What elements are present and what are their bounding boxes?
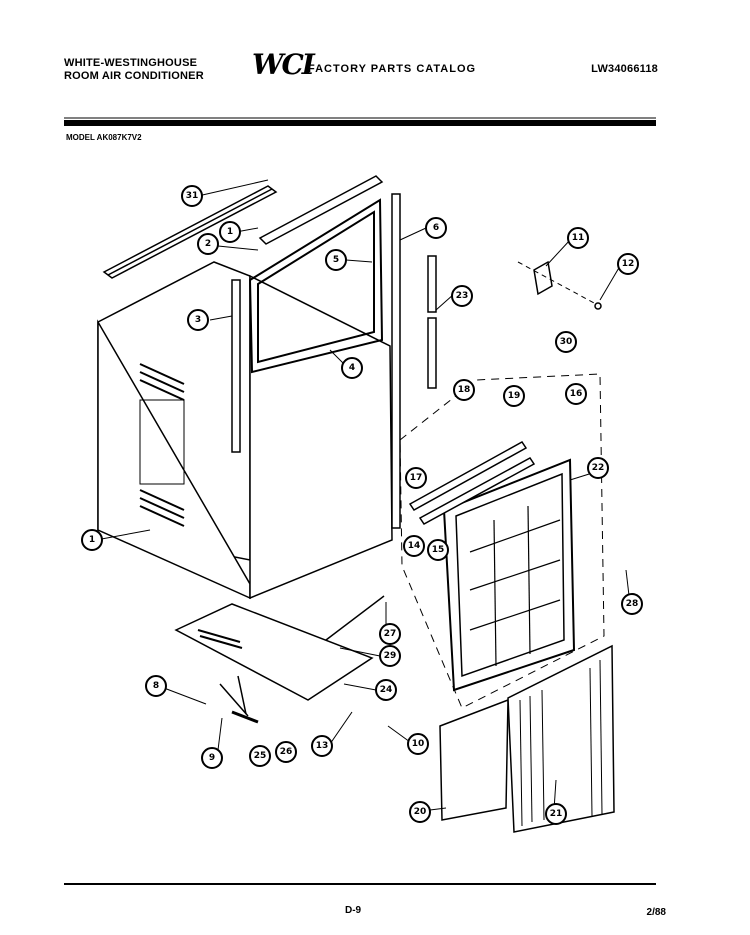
callout-11: 11 — [567, 227, 589, 249]
front-frame-part — [248, 198, 384, 374]
callout-10: 10 — [407, 733, 429, 755]
callout-14: 14 — [403, 535, 425, 557]
callout-1-cabinet: 1 — [81, 529, 103, 551]
gasket-lower-part — [427, 317, 437, 389]
callouts: 31 1 2 6 5 3 4 23 11 12 30 18 19 16 17 2… — [81, 185, 643, 825]
callout-17: 17 — [405, 467, 427, 489]
callout-21: 21 — [545, 803, 567, 825]
svg-text:26: 26 — [280, 747, 293, 757]
svg-text:30: 30 — [560, 337, 573, 347]
svg-text:15: 15 — [432, 545, 445, 555]
callout-25: 25 — [249, 745, 271, 767]
callout-2: 2 — [197, 233, 219, 255]
svg-text:21: 21 — [550, 809, 563, 819]
front-grille-part — [442, 458, 576, 692]
svg-text:14: 14 — [408, 541, 421, 551]
callout-8: 8 — [145, 675, 167, 697]
svg-text:1: 1 — [89, 535, 95, 545]
svg-text:10: 10 — [412, 739, 425, 749]
callout-4: 4 — [341, 357, 363, 379]
callout-30: 30 — [555, 331, 577, 353]
revision-date: 2/88 — [646, 907, 666, 918]
callout-18: 18 — [453, 379, 475, 401]
svg-text:29: 29 — [384, 651, 397, 661]
svg-text:4: 4 — [349, 363, 355, 373]
callout-27: 27 — [379, 623, 401, 645]
base-pan-part — [174, 595, 385, 724]
header-rules — [64, 117, 656, 126]
louver-strip-part — [408, 441, 536, 525]
svg-text:28: 28 — [626, 599, 639, 609]
svg-text:20: 20 — [414, 807, 427, 817]
side-panel-part — [439, 644, 615, 833]
top-rail-part — [102, 175, 384, 279]
callout-22: 22 — [587, 457, 609, 479]
page-number: D-9 — [345, 905, 362, 916]
svg-text:31: 31 — [186, 191, 199, 201]
leader-lines — [95, 179, 631, 811]
cabinet-shell — [97, 261, 393, 600]
brand-block: WHITE-WESTINGHOUSE ROOM AIR CONDITIONER — [64, 57, 204, 83]
svg-text:16: 16 — [570, 389, 583, 399]
svg-text:1: 1 — [227, 227, 233, 237]
callout-20: 20 — [409, 801, 431, 823]
callout-16: 16 — [565, 383, 587, 405]
brand-line-1: WHITE-WESTINGHOUSE — [64, 57, 198, 69]
callout-26: 26 — [275, 741, 297, 763]
svg-text:18: 18 — [458, 385, 471, 395]
side-channel-part — [391, 193, 401, 529]
bracket-part — [517, 260, 602, 310]
callout-19: 19 — [503, 385, 525, 407]
svg-text:19: 19 — [508, 391, 521, 401]
assembly-group-outline — [399, 373, 605, 709]
svg-text:25: 25 — [254, 751, 267, 761]
gasket-upper-part — [427, 255, 437, 313]
svg-text:17: 17 — [410, 473, 423, 483]
svg-text:8: 8 — [153, 681, 159, 691]
callout-6: 6 — [425, 217, 447, 239]
svg-text:11: 11 — [572, 233, 585, 243]
side-post-part — [231, 279, 241, 453]
svg-text:13: 13 — [316, 741, 329, 751]
svg-text:12: 12 — [622, 259, 635, 269]
svg-text:24: 24 — [380, 685, 393, 695]
callout-28: 28 — [621, 593, 643, 615]
callout-5: 5 — [325, 249, 347, 271]
callout-13: 13 — [311, 735, 333, 757]
svg-text:3: 3 — [195, 315, 201, 325]
catalog-number: LW34066118 — [591, 63, 658, 75]
svg-text:5: 5 — [333, 255, 339, 265]
callout-9: 9 — [201, 747, 223, 769]
callout-1-top: 1 — [219, 221, 241, 243]
callout-15: 15 — [427, 539, 449, 561]
svg-text:27: 27 — [384, 629, 397, 639]
callout-3: 3 — [187, 309, 209, 331]
svg-text:23: 23 — [456, 291, 469, 301]
svg-text:2: 2 — [205, 239, 211, 249]
wci-logo: WCI — [252, 48, 315, 81]
callout-31: 31 — [181, 185, 203, 207]
svg-text:22: 22 — [592, 463, 605, 473]
callout-24: 24 — [375, 679, 397, 701]
callout-29: 29 — [379, 645, 401, 667]
callout-23: 23 — [451, 285, 473, 307]
svg-text:6: 6 — [433, 223, 439, 233]
svg-text:9: 9 — [209, 753, 215, 763]
catalog-title: FACTORY PARTS CATALOG — [308, 63, 477, 75]
callout-12: 12 — [617, 253, 639, 275]
model-number: MODEL AK087K7V2 — [66, 133, 142, 142]
brand-line-2: ROOM AIR CONDITIONER — [64, 70, 204, 82]
